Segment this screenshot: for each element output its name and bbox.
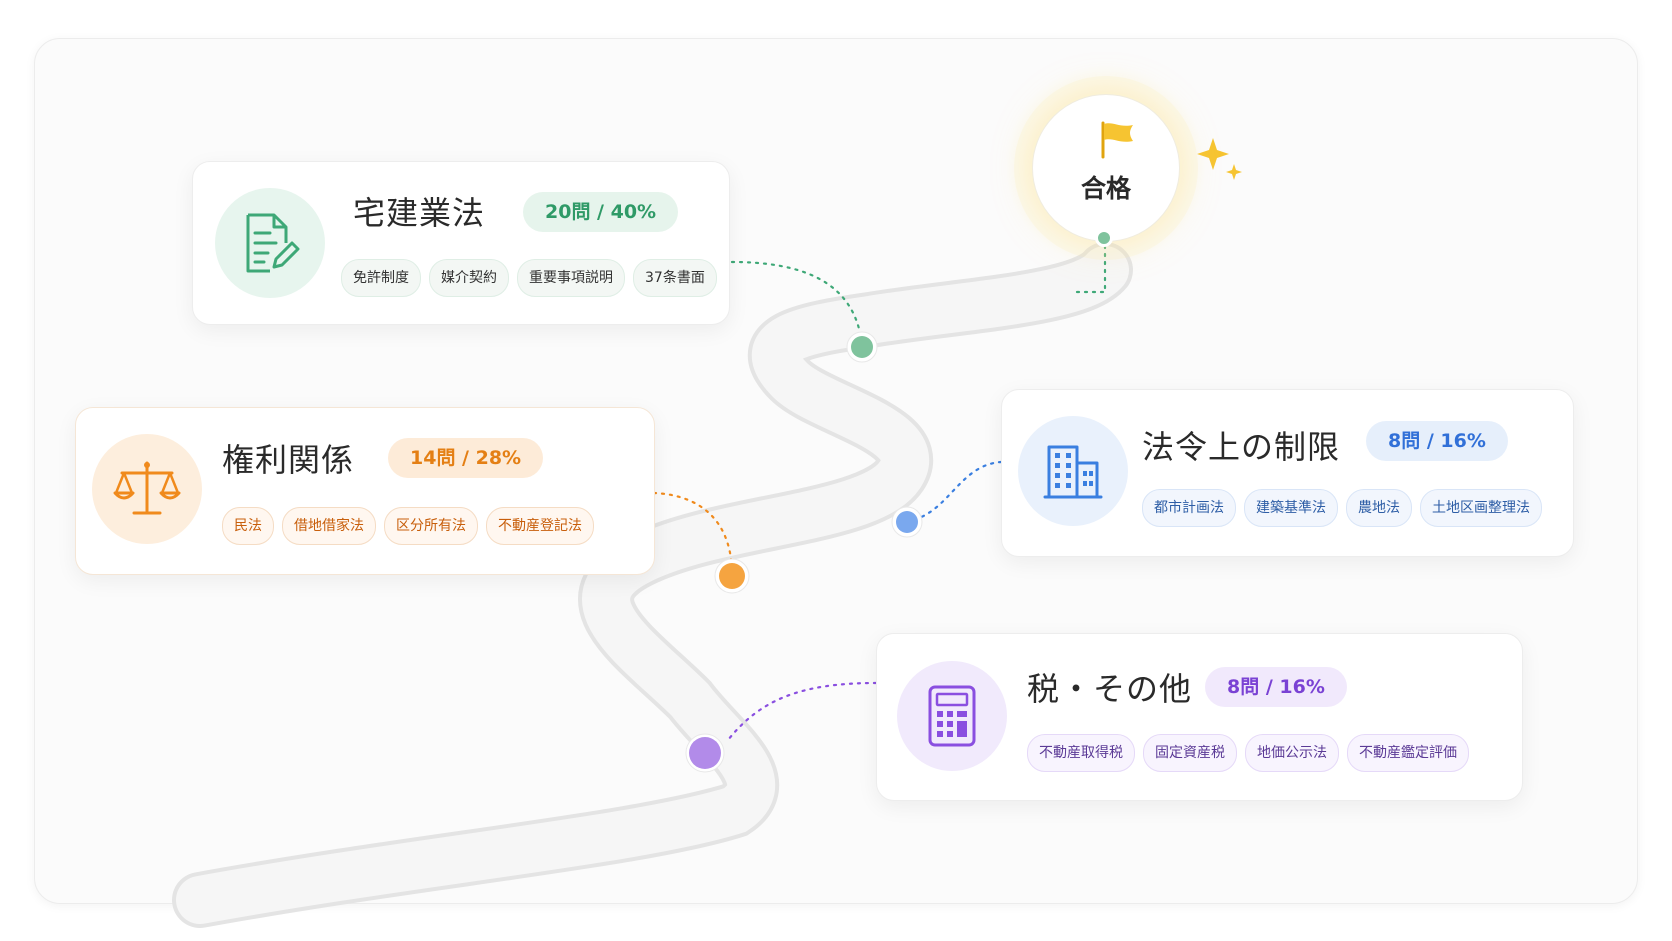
connector-zei: [726, 681, 878, 742]
goal-label: 合格: [1080, 174, 1131, 203]
icon-badge-horei: [1018, 416, 1128, 526]
topic-tag[interactable]: 不動産登記法: [486, 507, 594, 545]
topic-tag[interactable]: 民法: [222, 507, 274, 545]
connector-goal: [1073, 244, 1107, 294]
category-card-takken[interactable]: 宅建業法 20問 / 40% 免許制度 媒介契約 重要事項説明 37条書面: [192, 161, 730, 325]
calculator-icon: [928, 685, 976, 747]
question-count-badge: 20問 / 40%: [523, 192, 679, 232]
goal-dot: [1095, 229, 1113, 247]
topic-tag[interactable]: 借地借家法: [282, 507, 376, 545]
category-card-kenri[interactable]: 権利関係 14問 / 28% 民法 借地借家法 区分所有法 不動産登記法: [75, 407, 655, 575]
road-surface: [176, 246, 1129, 924]
category-card-zei[interactable]: 税・その他 8問 / 16% 不動産取得税 固定資産税 地価公示法 不動産鑑定評…: [876, 633, 1523, 801]
topic-tag[interactable]: 重要事項説明: [517, 259, 625, 297]
scales-icon: [113, 461, 181, 515]
connector-takken: [730, 260, 864, 347]
topic-tag[interactable]: 媒介契約: [429, 259, 509, 297]
icon-badge-kenri: [92, 434, 202, 544]
topic-tag[interactable]: 区分所有法: [384, 507, 478, 545]
sparkle-small-icon: [1226, 164, 1242, 180]
topic-tag[interactable]: 固定資産税: [1143, 734, 1237, 772]
topic-tag[interactable]: 農地法: [1346, 489, 1412, 527]
category-title: 宅建業法: [353, 194, 486, 232]
topic-tag[interactable]: 地価公示法: [1245, 734, 1339, 772]
topic-tag[interactable]: 免許制度: [341, 259, 421, 297]
topic-tags: 都市計画法 建築基準法 農地法 土地区画整理法: [1142, 489, 1542, 527]
document-edit-icon: [246, 213, 300, 273]
topic-tag[interactable]: 不動産鑑定評価: [1347, 734, 1469, 772]
sparkle-icon: [1197, 138, 1229, 170]
connector-horei: [911, 460, 1003, 522]
category-title: 法令上の制限: [1142, 428, 1341, 466]
icon-badge-takken: [215, 188, 325, 298]
topic-tag[interactable]: 不動産取得税: [1027, 734, 1135, 772]
category-title: 税・その他: [1027, 670, 1193, 708]
topic-tags: 免許制度 媒介契約 重要事項説明 37条書面: [341, 259, 717, 297]
question-count-badge: 8問 / 16%: [1205, 667, 1347, 707]
icon-badge-zei: [897, 661, 1007, 771]
connector-kenri: [652, 491, 734, 572]
topic-tag[interactable]: 土地区画整理法: [1420, 489, 1542, 527]
topic-tags: 不動産取得税 固定資産税 地価公示法 不動産鑑定評価: [1027, 734, 1469, 772]
question-count-badge: 8問 / 16%: [1366, 421, 1508, 461]
goal-circle: 合格: [1032, 94, 1180, 247]
category-card-horei[interactable]: 法令上の制限 8問 / 16% 都市計画法 建築基準法 農地法 土地区画整理法: [1001, 389, 1574, 557]
topic-tag[interactable]: 建築基準法: [1244, 489, 1338, 527]
flag-icon: [1101, 121, 1133, 159]
question-count-badge: 14問 / 28%: [388, 438, 544, 478]
building-icon: [1043, 445, 1103, 499]
category-title: 権利関係: [222, 441, 355, 479]
topic-tag[interactable]: 都市計画法: [1142, 489, 1236, 527]
topic-tags: 民法 借地借家法 区分所有法 不動産登記法: [222, 507, 594, 545]
topic-tag[interactable]: 37条書面: [633, 259, 717, 297]
